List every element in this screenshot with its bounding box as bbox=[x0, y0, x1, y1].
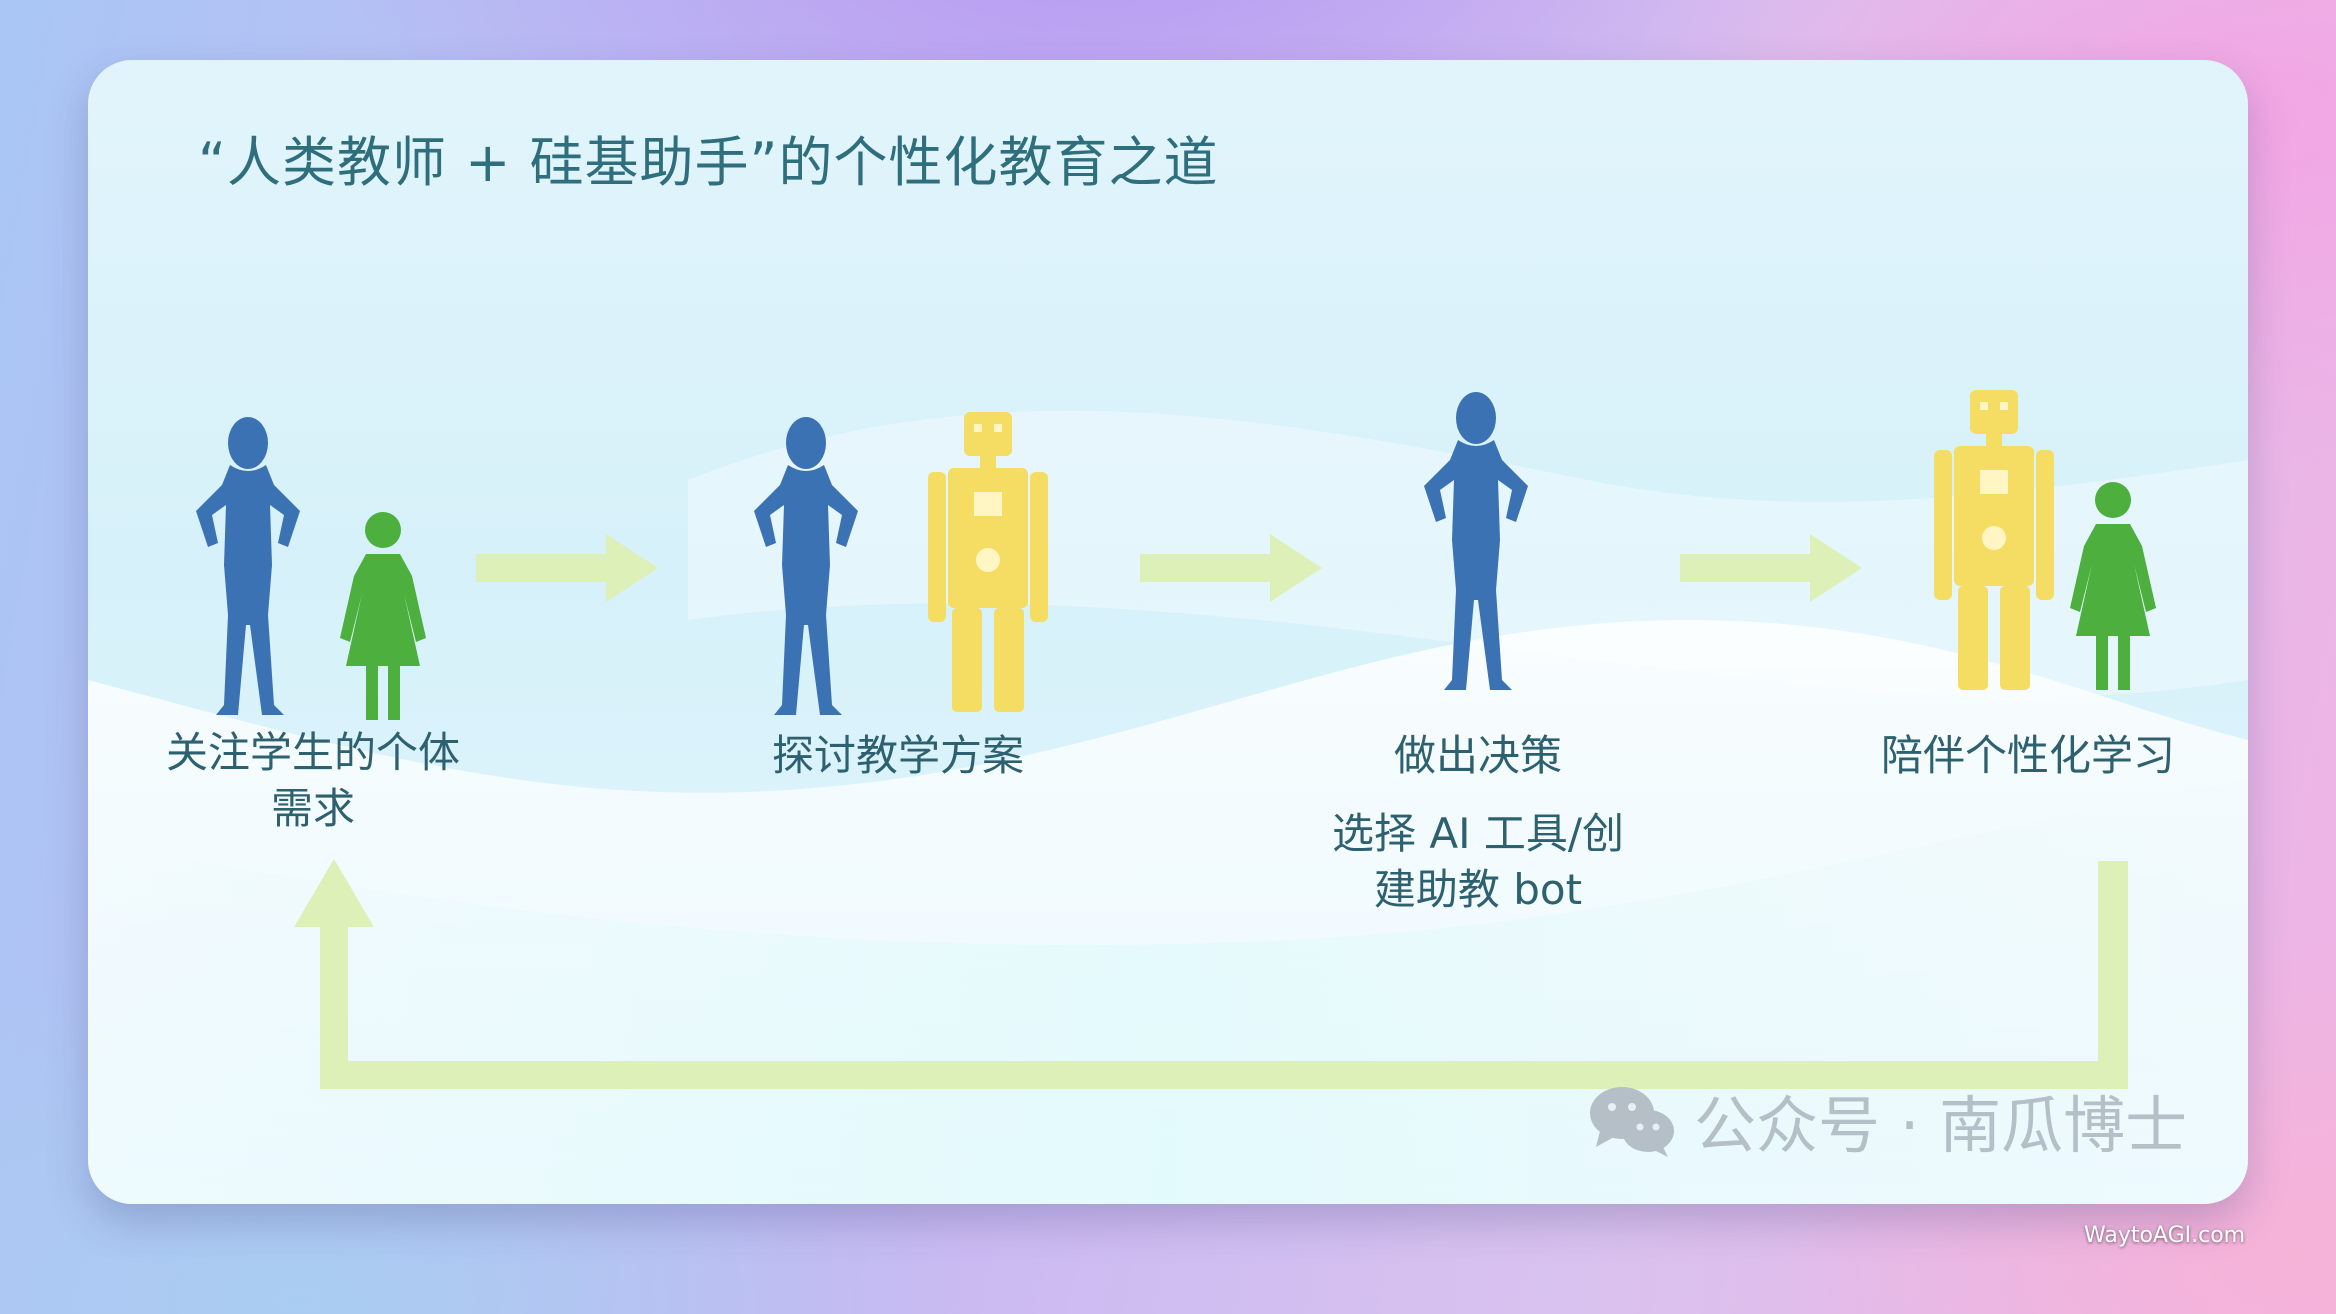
teacher-figure-3 bbox=[1424, 392, 1528, 690]
step-label-accompany: 陪伴个性化学习 bbox=[1880, 731, 2175, 780]
step-label-line: 关注学生的个体 bbox=[165, 728, 460, 777]
step-sublabel-choose-tools: 选择 AI 工具/创 建助教 bot bbox=[1278, 806, 1678, 918]
flow-arrow-1 bbox=[476, 534, 658, 602]
slide-title: “人类教师 + 硅基助手”的个性化教育之道 bbox=[198, 131, 1219, 194]
robot-figure-2 bbox=[928, 412, 1048, 712]
wechat-icon bbox=[1590, 1087, 1674, 1157]
student-figure-1 bbox=[340, 512, 426, 720]
wechat-watermark: 公众号 · 南瓜博士 bbox=[1588, 1075, 2187, 1165]
student-figure-4 bbox=[2070, 482, 2156, 690]
feedback-loop-arrow bbox=[294, 859, 2128, 1089]
step-label-discuss-plan: 探讨教学方案 bbox=[771, 731, 1024, 780]
step-label-focus-needs: 关注学生的个体 需求 bbox=[148, 725, 478, 837]
slide-card: “人类教师 + 硅基助手”的个性化教育之道 关注学生的个体 需求 bbox=[88, 60, 2248, 1204]
flow-arrow-3 bbox=[1680, 534, 1862, 602]
site-credit: WaytoAGI.com bbox=[2084, 1223, 2246, 1248]
watermark-text: 公众号 · 南瓜博士 bbox=[1694, 1089, 2188, 1162]
robot-figure-4 bbox=[1934, 390, 2054, 690]
step-label-decide: 做出决策 bbox=[1393, 731, 1562, 780]
teacher-figure-1 bbox=[196, 417, 300, 715]
step-label-line: 需求 bbox=[270, 784, 355, 833]
step-sublabel-line: 建助教 bot bbox=[1373, 865, 1583, 914]
step-sublabel-line: 选择 AI 工具/创 bbox=[1332, 809, 1624, 858]
flow-arrow-2 bbox=[1140, 534, 1322, 602]
teacher-figure-2 bbox=[754, 417, 858, 715]
